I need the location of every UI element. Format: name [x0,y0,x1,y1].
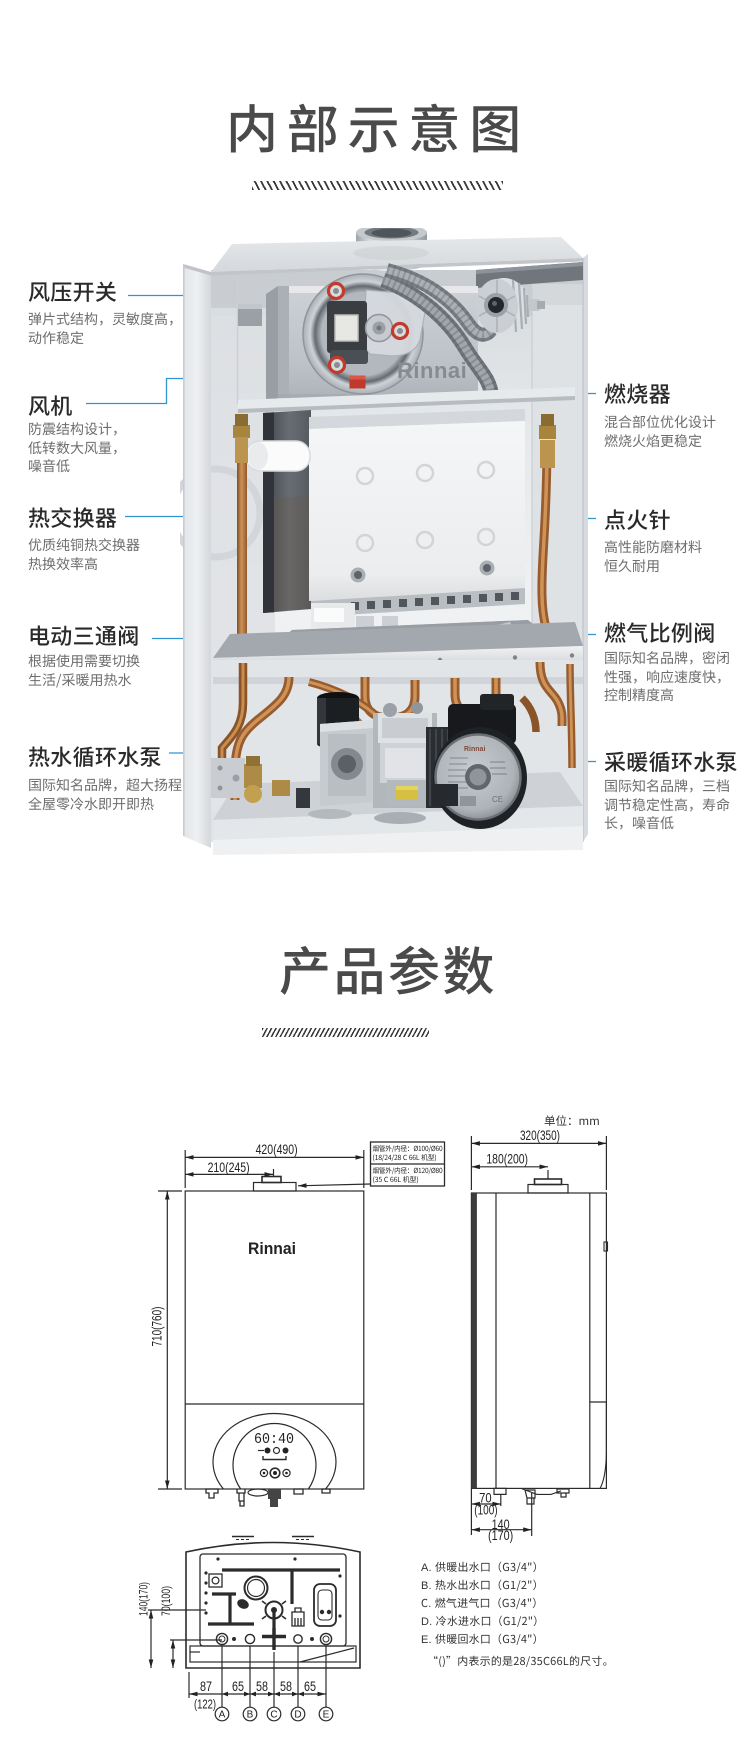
svg-text:(18/24/28 C 66L 机型): (18/24/28 C 66L 机型) [373,1153,437,1163]
svg-text:Rinnai: Rinnai [464,746,485,753]
svg-text:60:40: 60:40 [254,1432,294,1448]
svg-text:65: 65 [304,1678,316,1694]
svg-text:140(170): 140(170) [137,1582,151,1616]
svg-text:A: A [219,1710,226,1721]
svg-text:烟管外/内径：Ø100/Ø60: 烟管外/内径：Ø100/Ø60 [373,1144,443,1154]
svg-text:D: D [294,1710,301,1721]
svg-text:70(100): 70(100) [159,1586,173,1616]
svg-text:420(490): 420(490) [256,1141,298,1157]
svg-text:Rinnai: Rinnai [397,358,467,383]
svg-text:65: 65 [232,1678,244,1694]
svg-text:B: B [247,1710,254,1721]
svg-text:E: E [323,1710,330,1721]
svg-text:(170): (170) [488,1527,513,1543]
svg-text:140: 140 [492,1516,510,1532]
svg-text:710(760): 710(760) [149,1307,165,1347]
svg-text:58: 58 [280,1678,292,1694]
svg-text:87: 87 [200,1678,212,1694]
svg-text:烟管外/内径：Ø120/Ø80: 烟管外/内径：Ø120/Ø80 [373,1166,443,1176]
svg-text:(35 C 66L 机型): (35 C 66L 机型) [373,1175,419,1185]
svg-text:(100): (100) [474,1502,497,1518]
svg-text:C: C [270,1710,277,1721]
svg-text:(122): (122) [194,1697,216,1712]
svg-text:CE: CE [492,795,503,804]
svg-text:58: 58 [256,1678,268,1694]
svg-text:320(350): 320(350) [520,1127,560,1143]
svg-text:210(245): 210(245) [208,1159,250,1175]
svg-text:Rinnai: Rinnai [248,1239,296,1258]
svg-text:180(200): 180(200) [486,1150,528,1166]
svg-text:70: 70 [479,1490,492,1506]
